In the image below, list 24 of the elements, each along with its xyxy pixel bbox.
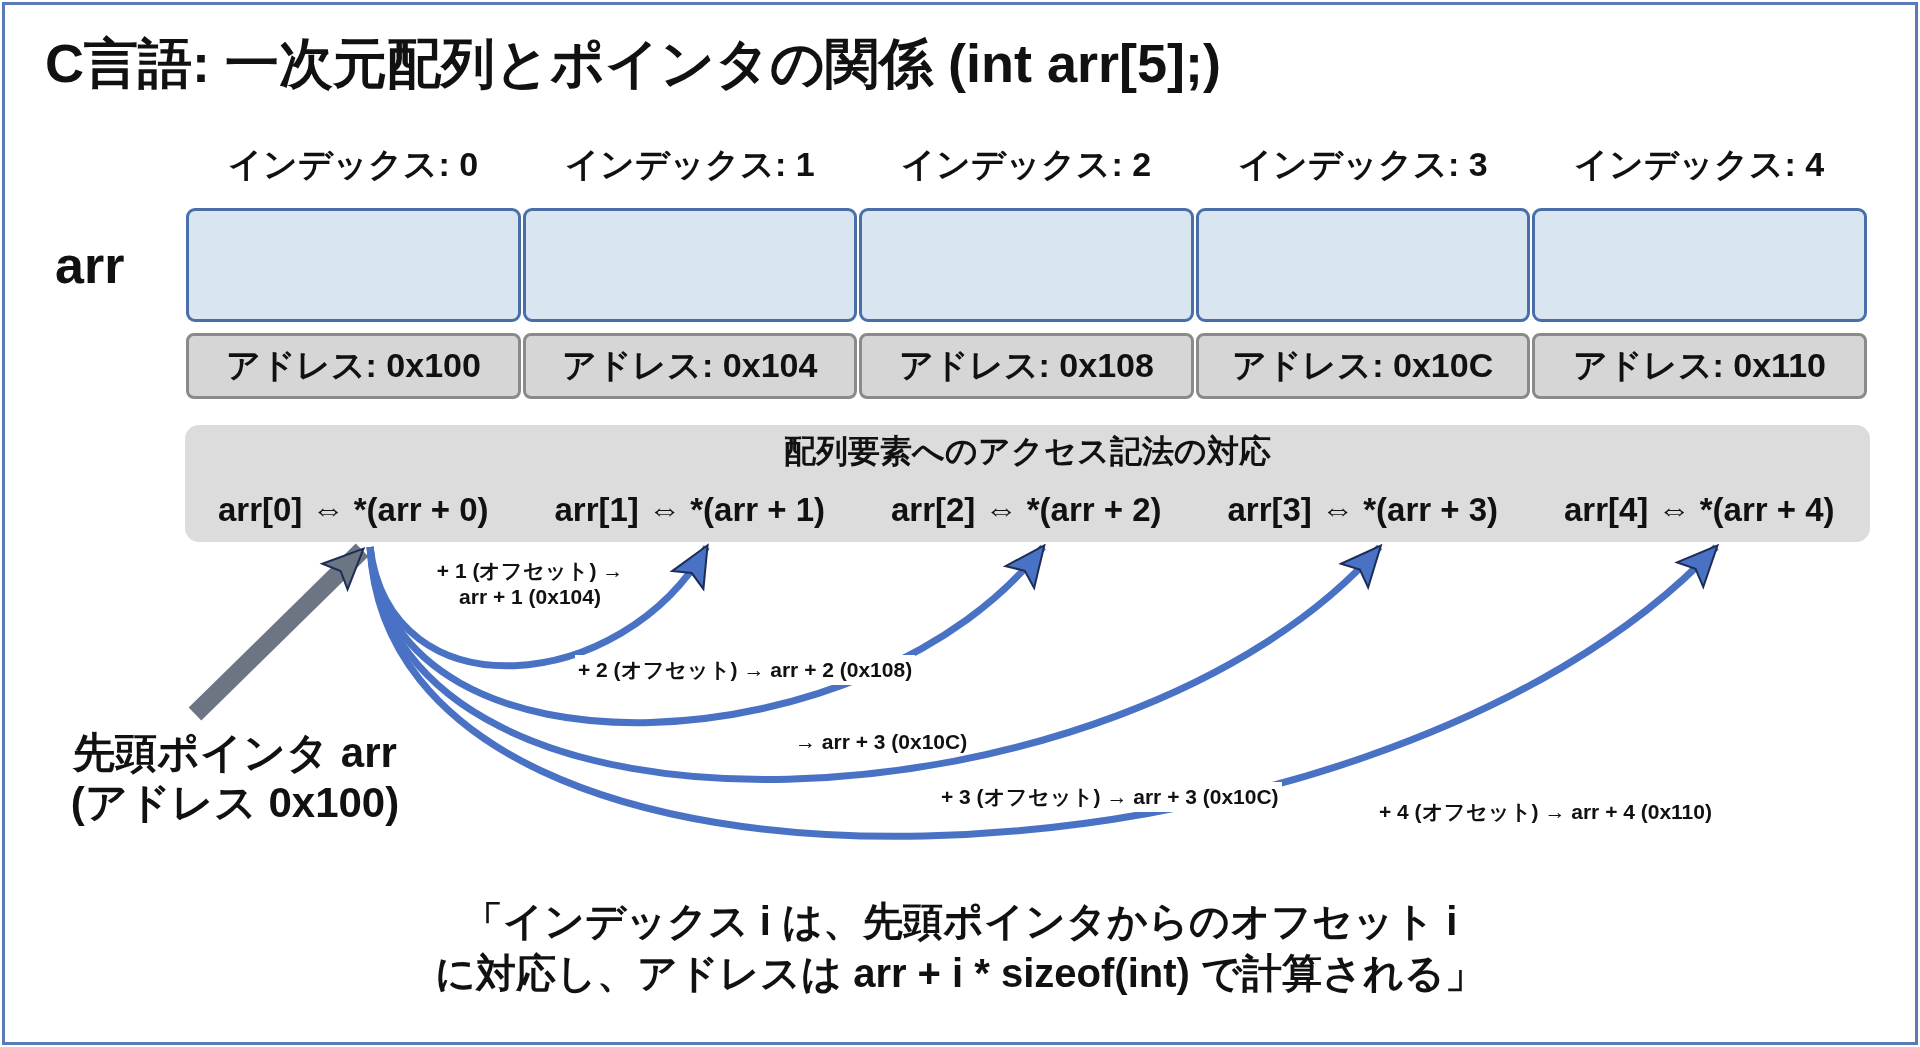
access-expression: arr[2] ⇔ *(arr + 2)	[858, 485, 1195, 535]
index-label: インデックス: 2	[900, 144, 1153, 185]
arrow	[188, 543, 369, 721]
access-panel	[185, 425, 1870, 542]
access-expression: arr[1] ⇔ *(arr + 1)	[521, 485, 858, 535]
address-box: アドレス: 0x108	[859, 333, 1194, 399]
edge-label: + 3 (オフセット) → arr + 3 (0x10C)	[938, 782, 1282, 812]
access-expression: arr[4] ⇔ *(arr + 4)	[1531, 485, 1868, 535]
pointer-label: 先頭ポインタ arr (アドレス 0x100)	[40, 718, 430, 838]
address-box: アドレス: 0x100	[186, 333, 521, 399]
title: C言語: 一次元配列とポインタの関係 (int arr[5];)	[45, 32, 1221, 95]
address-box: アドレス: 0x104	[522, 333, 857, 399]
arrow	[366, 544, 1719, 840]
caption: 「インデックス i は、先頭ポインタからのオフセット i に対応し、アドレスは arr + i * sizeof(int) で計算される」	[434, 898, 1486, 997]
address-box: アドレス: 0x10C	[1195, 333, 1530, 399]
access-expression: arr[0] ⇔ *(arr + 0)	[185, 485, 522, 535]
index-label: インデックス: 1	[563, 144, 816, 185]
index-label: インデックス: 0	[227, 144, 480, 185]
panel-heading: 配列要素へのアクセス記法の対応	[783, 432, 1272, 471]
edge-label: + 2 (オフセット) → arr + 2 (0x108)	[575, 655, 916, 685]
index-label: インデックス: 4	[1573, 144, 1826, 185]
address-box: アドレス: 0x110	[1532, 333, 1867, 399]
access-expression: arr[3] ⇔ *(arr + 3)	[1194, 485, 1531, 535]
index-label: インデックス: 3	[1236, 144, 1489, 185]
